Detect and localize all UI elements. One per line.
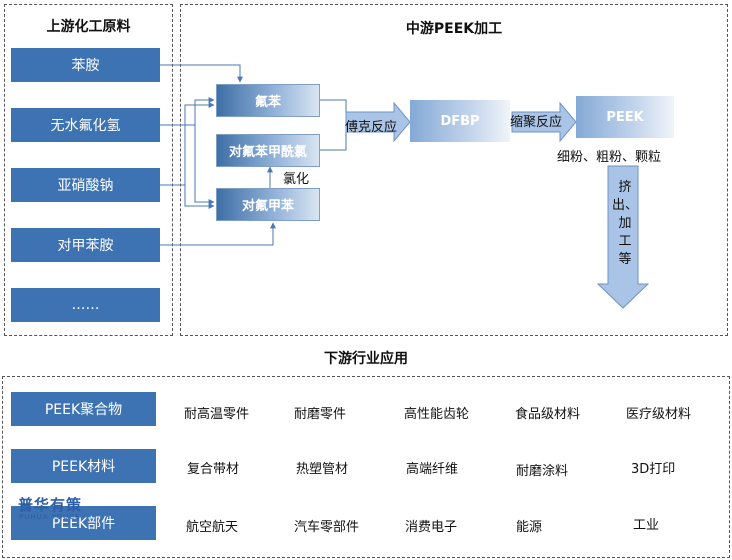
node-peek: PEEK <box>576 96 674 138</box>
midstream-frame <box>180 4 728 336</box>
node-fluorobenzoyl-chloride: 对氟苯甲酰氯 <box>216 134 320 167</box>
connector-hf-fluorotoluene <box>194 125 215 205</box>
upstream-item-more: …… <box>11 288 160 322</box>
upstream-item-sodium-nitrite: 亚硝酸钠 <box>11 168 160 202</box>
app-item: 热塑管材 <box>296 462 349 477</box>
app-item: 能源 <box>516 520 543 535</box>
node-fluorobenzene: 氟苯 <box>216 84 320 117</box>
connector-toluidine-fluorotoluene <box>160 222 276 246</box>
label-friedel-crafts: 傅克反应 <box>345 120 398 135</box>
connector-aniline-fluorobenzene <box>160 64 243 83</box>
app-item: 高性能齿轮 <box>404 407 470 422</box>
downstream-frame <box>2 376 730 558</box>
arrow-friedel-crafts <box>345 101 411 143</box>
downstream-category-polymer: PEEK聚合物 <box>11 392 156 426</box>
app-item: 医疗级材料 <box>626 407 692 422</box>
app-item: 汽车零部件 <box>294 520 360 535</box>
app-item: 工业 <box>633 518 660 533</box>
app-item: 复合带材 <box>187 462 240 477</box>
app-item: 食品级材料 <box>515 407 581 422</box>
arrow-processing <box>596 165 650 309</box>
app-item: 航空航天 <box>186 520 239 535</box>
downstream-category-parts: PEEK部件 <box>11 506 156 540</box>
label-chlorination: 氯化 <box>283 172 310 187</box>
downstream-category-material: PEEK材料 <box>11 449 156 483</box>
label-processing: 挤 出、 加 工 等 <box>612 180 639 267</box>
app-item: 耐磨零件 <box>294 407 347 422</box>
midstream-title: 中游PEEK加工 <box>405 21 503 37</box>
app-item: 3D打印 <box>631 462 676 477</box>
upstream-item-toluidine: 对甲苯胺 <box>11 228 160 262</box>
upstream-frame <box>4 4 173 336</box>
connector-friedel-merge <box>320 99 347 151</box>
upstream-title: 上游化工原料 <box>46 19 131 35</box>
connector-hf-fluorobenzene <box>160 97 215 126</box>
watermark-logo-en: PUHUA YOUCE <box>19 513 81 521</box>
app-item: 消费电子 <box>405 520 458 535</box>
node-fluorotoluene: 对氟甲苯 <box>216 188 320 221</box>
downstream-title: 下游行业应用 <box>324 351 408 367</box>
connector-nitrite-fluorotoluene <box>184 185 215 209</box>
label-polycondensation: 缩聚反应 <box>510 115 563 130</box>
upstream-item-hydrogen-fluoride: 无水氟化氢 <box>11 108 160 142</box>
arrow-polycondensation <box>511 101 577 143</box>
node-dfbp: DFBP <box>410 100 510 142</box>
upstream-item-aniline: 苯胺 <box>11 48 160 82</box>
label-peek-forms: 细粉、粗粉、颗粒 <box>557 150 662 165</box>
app-item: 高端纤维 <box>406 462 459 477</box>
connector-nitrite-fluorobenzene <box>160 102 215 186</box>
app-item: 耐高温零件 <box>184 407 250 422</box>
app-item: 耐磨涂料 <box>516 464 569 479</box>
watermark-logo: 普华有策 <box>18 496 83 514</box>
